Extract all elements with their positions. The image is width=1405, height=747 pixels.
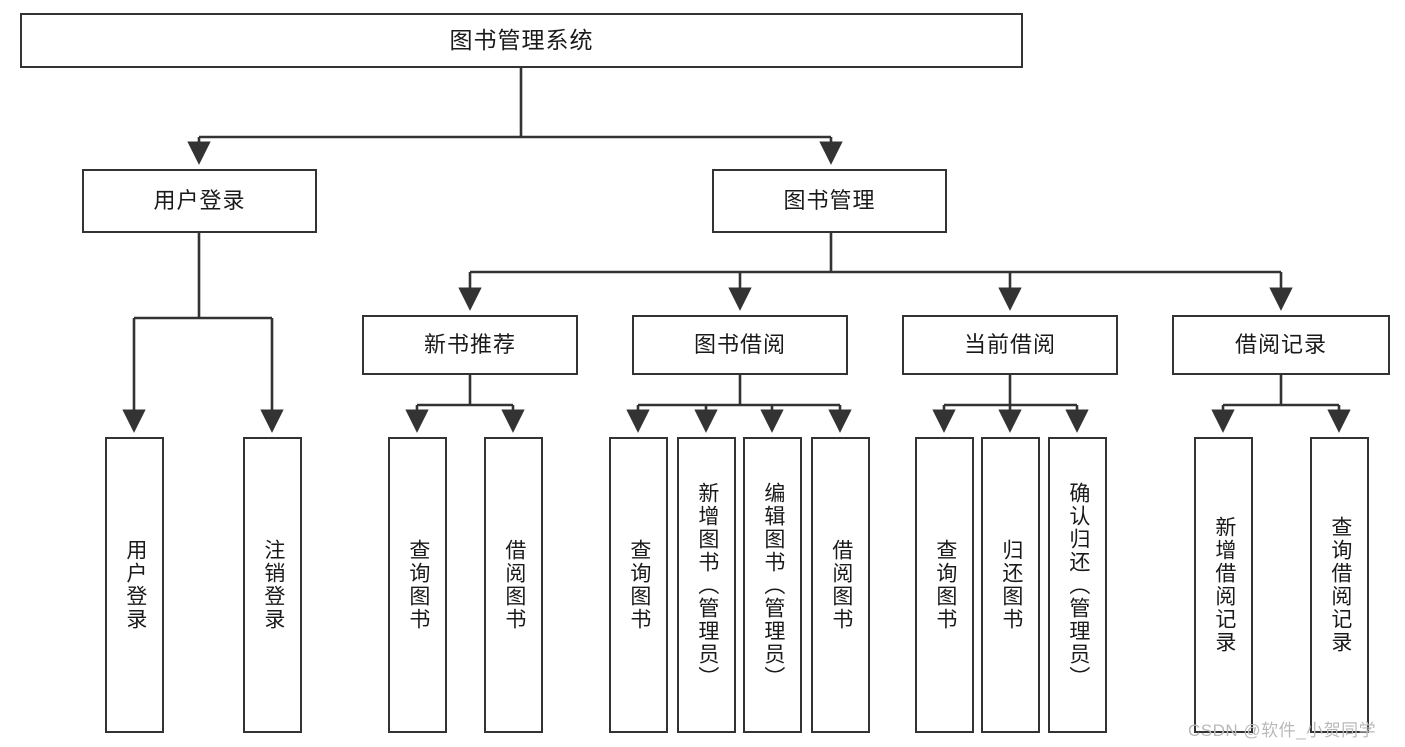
node-book-management-system[interactable]: 图书管理系统 (20, 13, 1023, 68)
watermark: CSDN @软件_小贺同学 (1188, 721, 1377, 740)
node-leaf-borrow-book-recommend[interactable]: 借阅图书 (484, 437, 543, 733)
node-borrow-record[interactable]: 借阅记录 (1172, 315, 1390, 375)
node-leaf-return-book[interactable]: 归还图书 (981, 437, 1040, 733)
node-book-management[interactable]: 图书管理 (712, 169, 947, 233)
node-current-borrow[interactable]: 当前借阅 (902, 315, 1118, 375)
node-leaf-borrow-book[interactable]: 借阅图书 (811, 437, 870, 733)
node-leaf-query-book-recommend[interactable]: 查询图书 (388, 437, 447, 733)
node-leaf-edit-book[interactable]: 编辑图书（管理员） (743, 437, 802, 733)
node-leaf-query-book-borrow[interactable]: 查询图书 (609, 437, 668, 733)
node-leaf-query-book-current[interactable]: 查询图书 (915, 437, 974, 733)
node-leaf-user-login[interactable]: 用户登录 (105, 437, 164, 733)
node-user-login[interactable]: 用户登录 (82, 169, 317, 233)
node-leaf-query-borrow-record[interactable]: 查询借阅记录 (1310, 437, 1369, 733)
node-leaf-add-book[interactable]: 新增图书（管理员） (677, 437, 736, 733)
node-leaf-user-logout[interactable]: 注销登录 (243, 437, 302, 733)
node-book-borrow[interactable]: 图书借阅 (632, 315, 848, 375)
node-new-book-recommend[interactable]: 新书推荐 (362, 315, 578, 375)
node-leaf-add-borrow-record[interactable]: 新增借阅记录 (1194, 437, 1253, 733)
node-leaf-confirm-return[interactable]: 确认归还（管理员） (1048, 437, 1107, 733)
